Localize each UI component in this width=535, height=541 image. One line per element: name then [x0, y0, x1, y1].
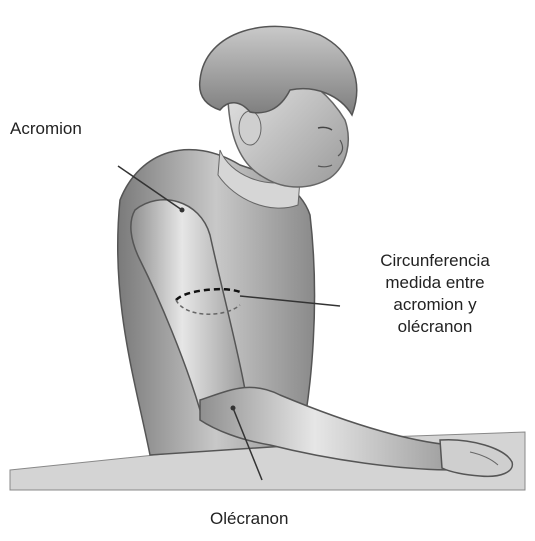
circumference-line-3: acromion y [340, 294, 530, 316]
hair [200, 26, 357, 115]
circumference-line-2: medida entre [340, 272, 530, 294]
olecranon-label: Olécranon [210, 508, 288, 530]
ear [239, 111, 261, 145]
circumference-label: Circunferencia medida entre acromion y o… [340, 250, 530, 338]
circumference-line-4: olécranon [340, 316, 530, 338]
acromion-dot [180, 208, 185, 213]
circumference-line-1: Circunferencia [340, 250, 530, 272]
olecranon-dot [231, 406, 236, 411]
acromion-label: Acromion [10, 118, 82, 140]
